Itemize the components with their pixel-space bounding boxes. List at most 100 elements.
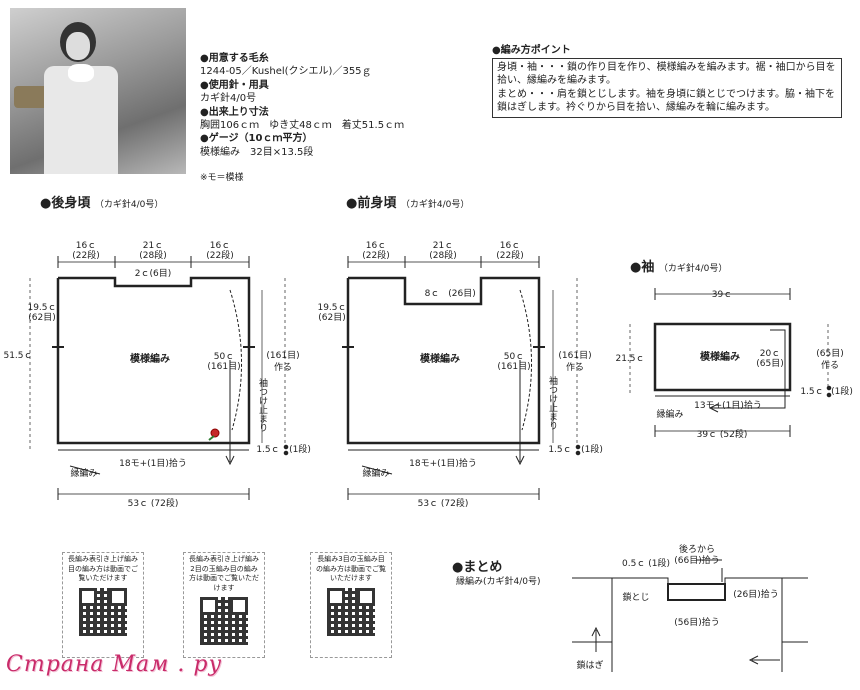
front-curve [519,289,533,431]
sleeve-outline [653,322,792,392]
back-edging-leader [69,465,101,475]
sleeve-pattern: 模様編み [700,350,740,363]
front-bottom: 53ｃ (72段) [418,497,469,509]
sleeve-pickup: 13モ+(1目)拾う [694,399,762,411]
back-w3r: (22段) [206,249,233,261]
finish-arrow-left-head [748,655,759,665]
front-title-text: ●前身頃 [346,196,397,211]
finish-arrow-up-head [591,626,601,637]
front-title: ●前身頃 （カギ針4/0号） [346,192,469,211]
model-body [44,66,118,174]
front-pattern: 模様編み [420,352,460,365]
back-edge-r: (1段) [289,443,311,455]
front-neck-r: (26目) [448,288,475,299]
finish-title: ●まとめ [452,556,502,575]
dot [575,444,581,450]
front-pickup: 18モ+(1目)拾う [409,457,477,469]
back-hook: （カギ針4/0号） [94,200,164,210]
qr-code-icon[interactable] [327,587,375,636]
model-photo [10,8,186,174]
back-side-top: 19.5ｃ [27,303,56,313]
back-edge-h: 1.5ｃ [256,445,279,455]
front-edge-r: (1段) [581,443,603,455]
sleeve-diagram [629,288,832,437]
sleeve-right-r: (65目) [816,348,843,359]
front-edging-leader [361,465,393,475]
back-side-top-r: (62目) [28,312,55,323]
back-mid-hr: (161目) [207,361,240,372]
front-edge-h: 1.5ｃ [548,445,571,455]
points-block: ●編み方ポイント 身頃・袖・・・鎖の作り目を作り、模様編みを編みます。裾・袖口か… [492,44,842,118]
finish-chain-seam: 鎖はぎ [576,659,603,671]
back-height: 51.5ｃ [3,351,32,361]
qr-code-icon[interactable] [200,597,248,645]
finish-title-text: ●まとめ [452,560,503,575]
back-title: ●後身頃 （カギ針4/0号） [40,192,163,211]
size-heading: ●出来上り寸法 [200,106,269,118]
sleeve-edging: 縁編み [656,408,683,420]
front-w2: 21ｃ [433,241,453,251]
needle-heading: ●使用針・用具 [200,79,269,91]
back-w1r: (22段) [72,249,99,261]
back-right-make: 作る [274,361,292,373]
front-outline [346,276,541,445]
sleeve-bottom: 39ｃ (52段) [697,428,748,440]
sleeve-arrow-path [712,329,786,409]
back-w2: 21ｃ [143,241,163,251]
back-w1: 16ｃ [76,241,96,251]
model-bow [68,64,94,82]
back-pickup: 18モ+(1目)拾う [119,457,187,469]
back-edging: 縁編み [70,467,97,479]
sleeve-hook: （カギ針4/0号） [658,264,728,274]
sleeve-title: ●袖 （カギ針4/0号） [630,256,727,275]
dot [283,450,289,456]
back-mid-h: 50ｃ [214,352,234,362]
front-hook: （カギ針4/0号） [400,200,470,210]
points-title: ●編み方ポイント [492,45,571,56]
back-diagram [29,256,289,500]
sleeve-title-text: ●袖 [630,260,655,275]
front-w1: 16ｃ [366,241,386,251]
finish-edge: 0.5ｃ (1段) [622,557,670,569]
yarn-text: 1244-05／Kushel(クシエル)／355ｇ [200,66,372,78]
finish-front-pick: (56目)拾う [674,616,719,628]
qr-card-1[interactable]: 長編み表引き上げ編み目の編み方は動画でご覧いただけます [62,552,144,658]
front-w1r: (22段) [362,249,389,261]
qr-code-icon[interactable] [79,587,127,636]
finish-back-pick: (66目)拾う [674,554,719,566]
points-body: 身頃・袖・・・鎖の作り目を作り、模様編みを編みます。裾・袖口から目を拾い、縁編み… [492,57,842,118]
gauge-text: 模様編み 32目×13.5段 [200,146,314,158]
dot [826,392,832,398]
yarn-heading: ●用意する毛糸 [200,53,269,64]
front-right-r: (161目) [558,350,591,361]
front-mid-hr: (161目) [497,361,530,372]
back-w3: 16ｃ [210,241,230,251]
sleeve-arrow-head [708,403,719,413]
dot [575,450,581,456]
finish-back-from: 後ろから [679,543,715,555]
sleeve-top: 39ｃ [712,290,732,300]
site-watermark: Страна Мам . ру [6,652,223,677]
back-sleeve-stop: 袖つけ止まり [257,377,268,432]
back-neck: 2ｃ(6目) [135,268,171,279]
abbrev-note: ※モ＝模様 [200,173,244,183]
rose-icon [208,428,220,441]
front-edging: 縁編み [362,467,389,479]
back-curve [229,289,243,431]
qr-card-3[interactable]: 長編み3目の玉編み目の編み方は動画でご覧いただけます [310,552,392,658]
front-side-top: 19.5ｃ [317,303,346,313]
qr-card-2[interactable]: 長編み表引き上げ編み2目の玉編み目の編み方は動画でご覧いただけます [183,552,265,658]
front-w3r: (22段) [496,249,523,261]
front-right-make: 作る [566,361,584,373]
finish-neck-band [667,583,726,601]
front-diagram [342,256,581,500]
finish-chain-join: 鎖とじ [622,591,649,603]
qr-card-text: 長編み表引き上げ編み目の編み方は動画でご覧いただけます [68,555,138,582]
model-face [66,32,90,60]
qr-card-text: 長編み表引き上げ編み2目の玉編み目の編み方は動画でご覧いただけます [189,555,259,592]
sleeve-left-h: 21.5ｃ [615,354,644,364]
finish-diagram [572,559,808,672]
finish-right-shoulder [781,577,808,672]
front-mid-h: 50ｃ [504,352,524,362]
